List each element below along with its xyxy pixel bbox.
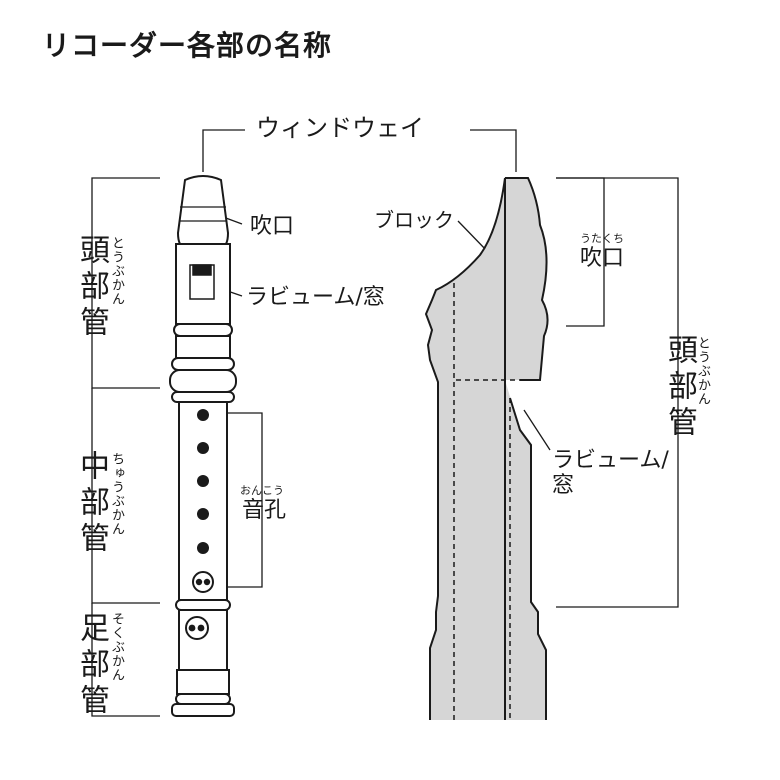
block-leader	[457, 220, 489, 253]
mouthpiece-label: 吹口	[250, 214, 295, 239]
tone-holes-ruby: おんこう	[240, 484, 284, 497]
recorder-double-hole-middle	[192, 571, 214, 593]
tone-hole	[197, 542, 209, 554]
right-mouthpiece-ruby: うたくち	[580, 232, 624, 245]
tone-hole	[197, 442, 209, 454]
recorder-beak	[176, 175, 230, 245]
cross-section-wall	[424, 177, 506, 720]
windway-label: ウィンドウェイ	[256, 114, 424, 142]
right-mouthpiece-label: 吹口	[580, 246, 625, 271]
recorder-labium-window	[189, 264, 215, 300]
recorder-illustration	[169, 175, 237, 717]
recorder-middle-body	[178, 401, 228, 601]
windway-leader-line	[202, 129, 517, 172]
tone-holes-bracket	[213, 412, 263, 588]
tone-holes-label: 音孔	[242, 498, 287, 523]
recorder-tone-holes	[197, 409, 209, 554]
head-joint-bracket	[91, 177, 160, 389]
labium-window-leader	[523, 409, 551, 451]
tone-hole	[197, 475, 209, 487]
recorder-double-hole-foot	[185, 616, 209, 640]
head-joint-ruby: とうぶかん	[109, 236, 124, 306]
cross-section-illustration	[424, 177, 549, 720]
middle-joint-label: 中部管	[74, 450, 109, 558]
right-head-joint-ruby: とうぶかん	[695, 336, 710, 406]
right-labium-label-1: ラビューム/	[552, 448, 669, 473]
head-joint-label: 頭部管	[74, 234, 109, 342]
tone-hole	[197, 508, 209, 520]
foot-joint-ruby: そくぶかん	[109, 612, 124, 682]
middle-joint-ruby: ちゅうぶかん	[109, 452, 124, 536]
tone-hole	[197, 409, 209, 421]
foot-joint-bracket	[91, 603, 160, 717]
block-label: ブロック	[374, 208, 454, 232]
foot-joint-label: 足部管	[74, 612, 109, 720]
right-head-joint-label: 頭部管	[662, 334, 697, 442]
right-head-joint-bracket	[556, 177, 679, 608]
labium-window-label: ラビューム/窓	[246, 285, 385, 310]
right-labium-label-2: 窓	[552, 473, 575, 498]
page-title: リコーダー各部の名称	[42, 29, 333, 62]
cross-section-gray	[505, 178, 548, 720]
